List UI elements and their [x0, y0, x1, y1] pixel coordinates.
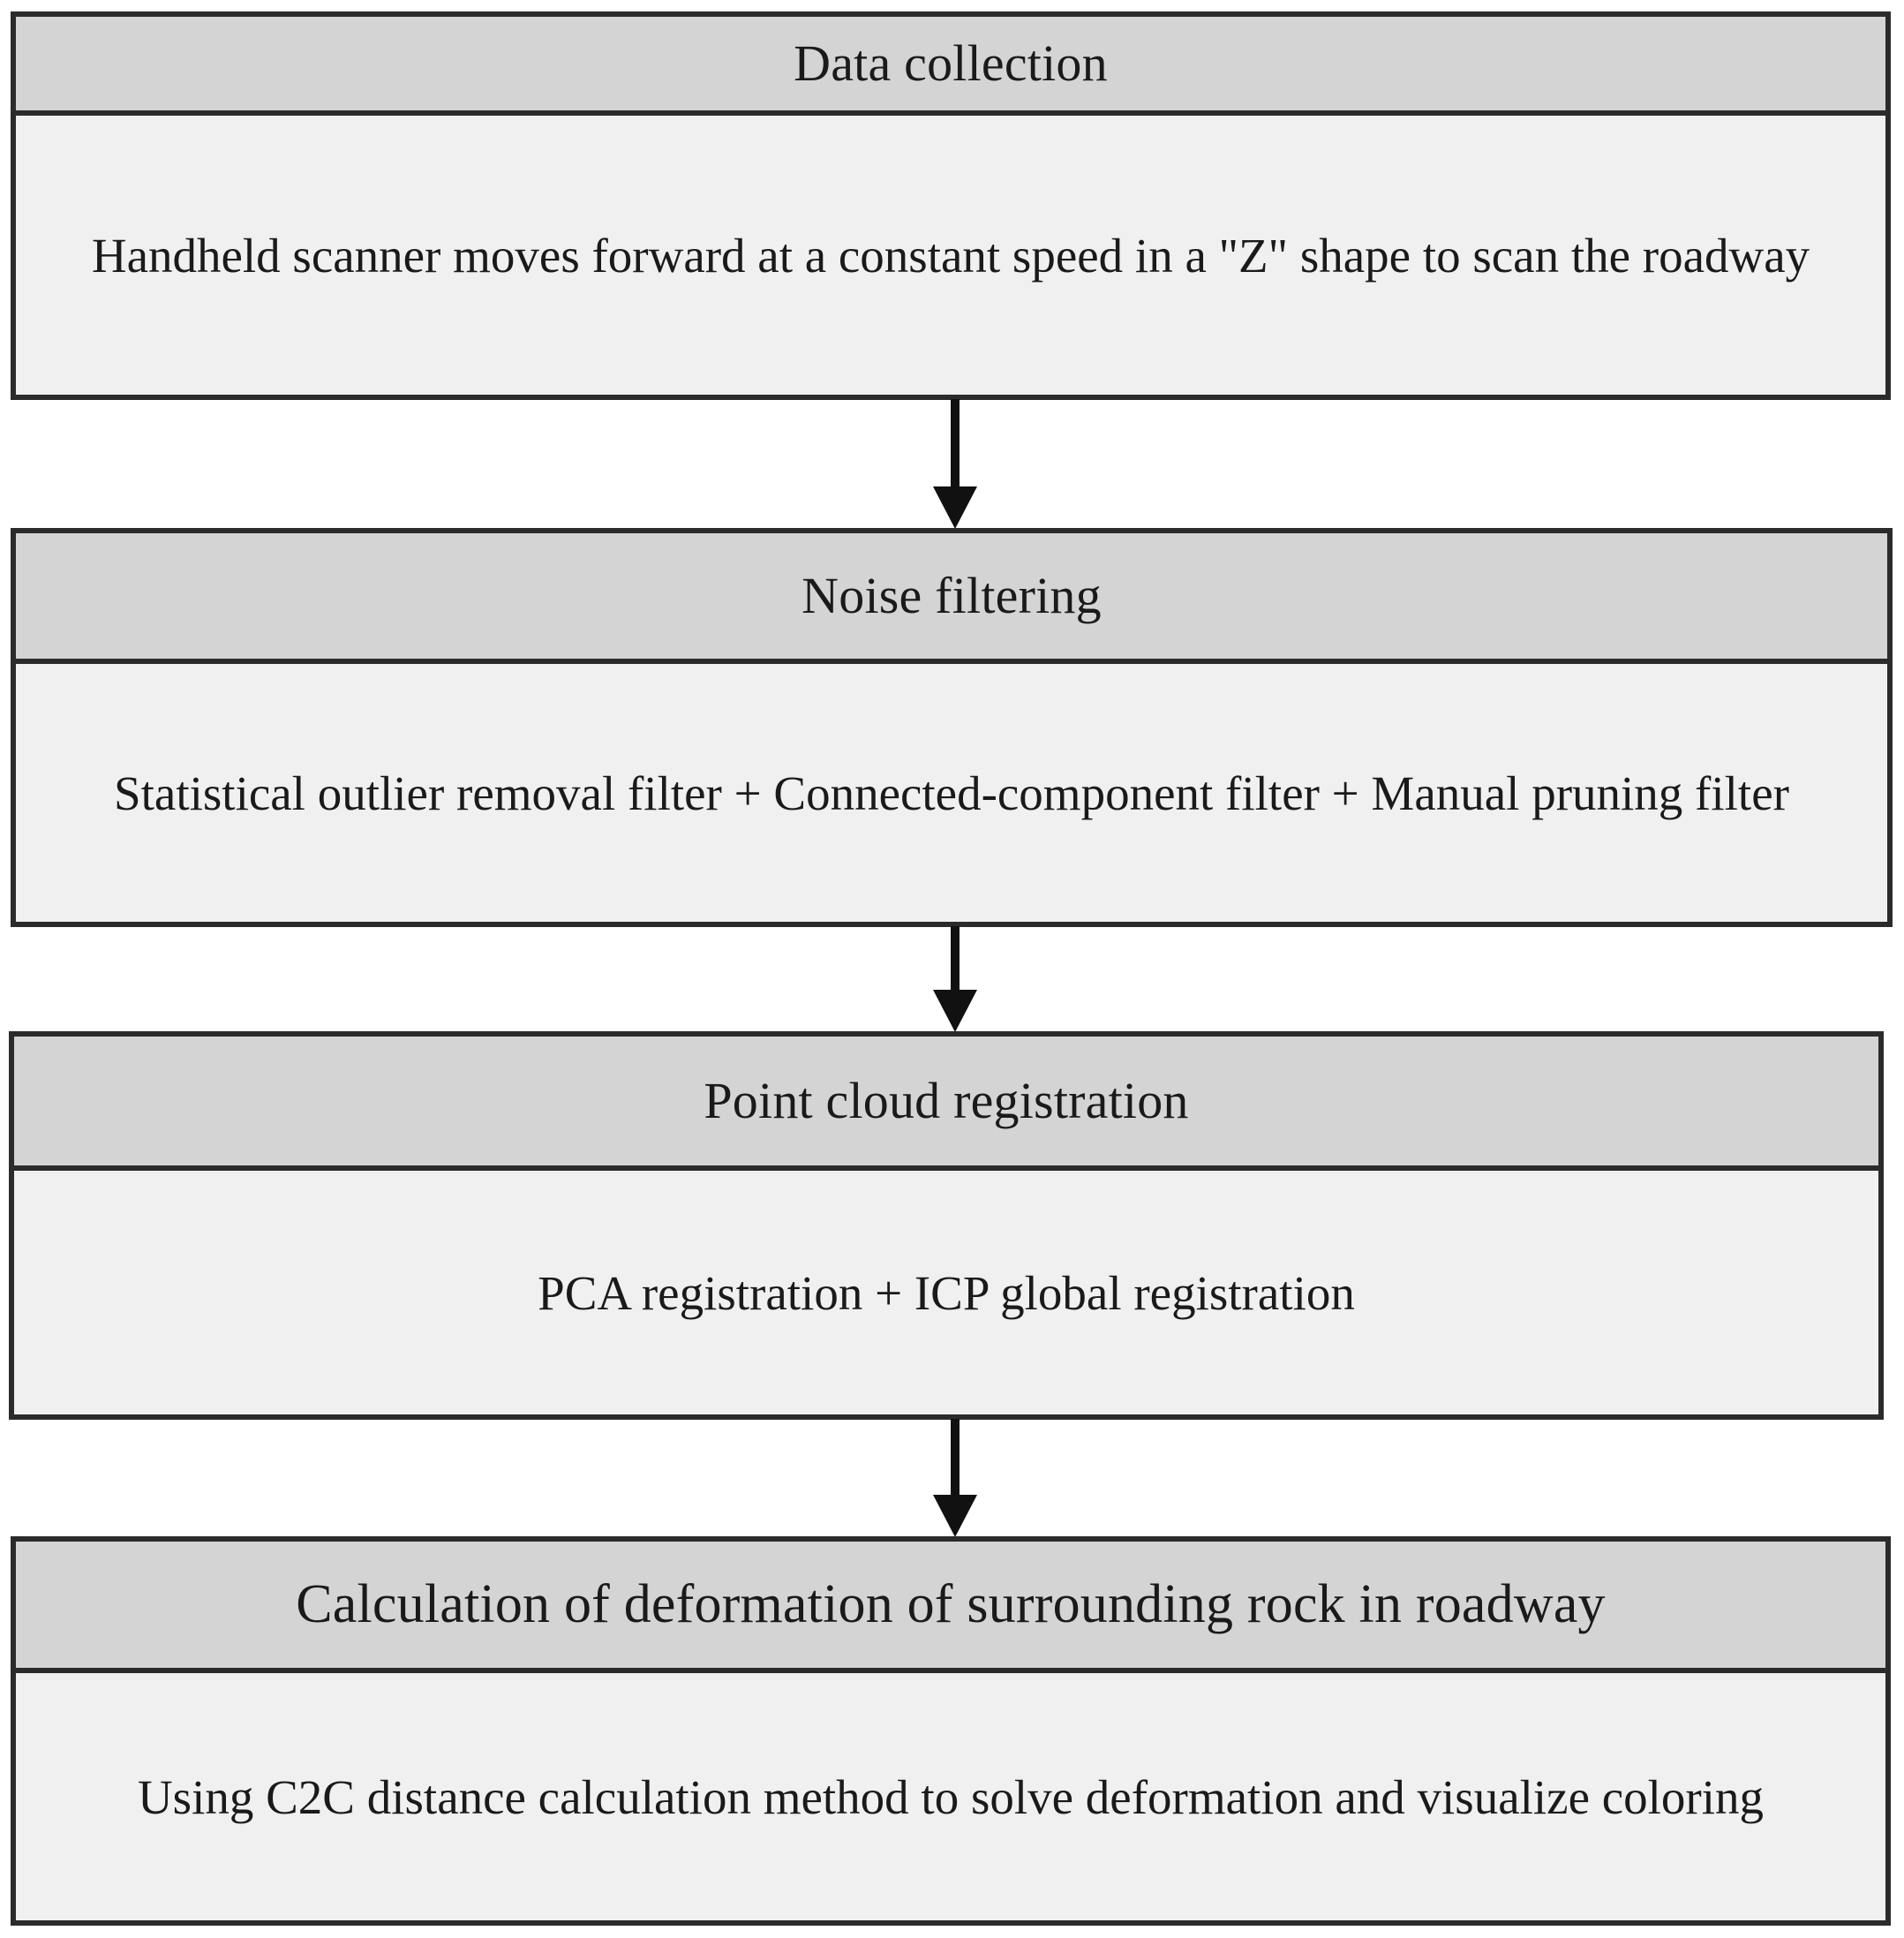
flow-step-body: PCA registration + ICP global registrati… [14, 1171, 1878, 1414]
flow-step-body-text: Handheld scanner moves forward at a cons… [91, 228, 1810, 283]
flow-step-body-text: Using C2C distance calculation method to… [137, 1769, 1765, 1824]
flow-step-data-collection: Data collection Handheld scanner moves f… [11, 11, 1891, 400]
arrow-head [933, 486, 977, 529]
arrow-shaft [951, 399, 960, 486]
down-arrow-icon-3 [929, 1419, 982, 1537]
flow-step-header: Calculation of deformation of surroundin… [16, 1542, 1885, 1673]
flow-step-header: Data collection [16, 17, 1885, 116]
flow-step-deformation-calculation: Calculation of deformation of surroundin… [11, 1536, 1891, 1926]
down-arrow-icon-2 [929, 926, 982, 1032]
flow-step-body: Handheld scanner moves forward at a cons… [16, 116, 1885, 395]
flow-step-header: Noise filtering [16, 533, 1887, 664]
flow-step-body-text: Statistical outlier removal filter + Con… [114, 765, 1789, 820]
arrow-head [933, 990, 977, 1032]
arrow-shaft [951, 926, 960, 990]
arrow-head [933, 1495, 977, 1537]
arrow-shaft [951, 1419, 960, 1495]
flow-step-noise-filtering: Noise filtering Statistical outlier remo… [11, 528, 1893, 927]
flow-step-header: Point cloud registration [14, 1037, 1878, 1171]
flow-step-body-text: PCA registration + ICP global registrati… [538, 1265, 1355, 1320]
flow-step-body: Statistical outlier removal filter + Con… [16, 664, 1887, 922]
down-arrow-icon-1 [929, 399, 982, 529]
flow-step-point-cloud-registration: Point cloud registration PCA registratio… [9, 1031, 1884, 1420]
flow-step-body: Using C2C distance calculation method to… [16, 1673, 1885, 1920]
